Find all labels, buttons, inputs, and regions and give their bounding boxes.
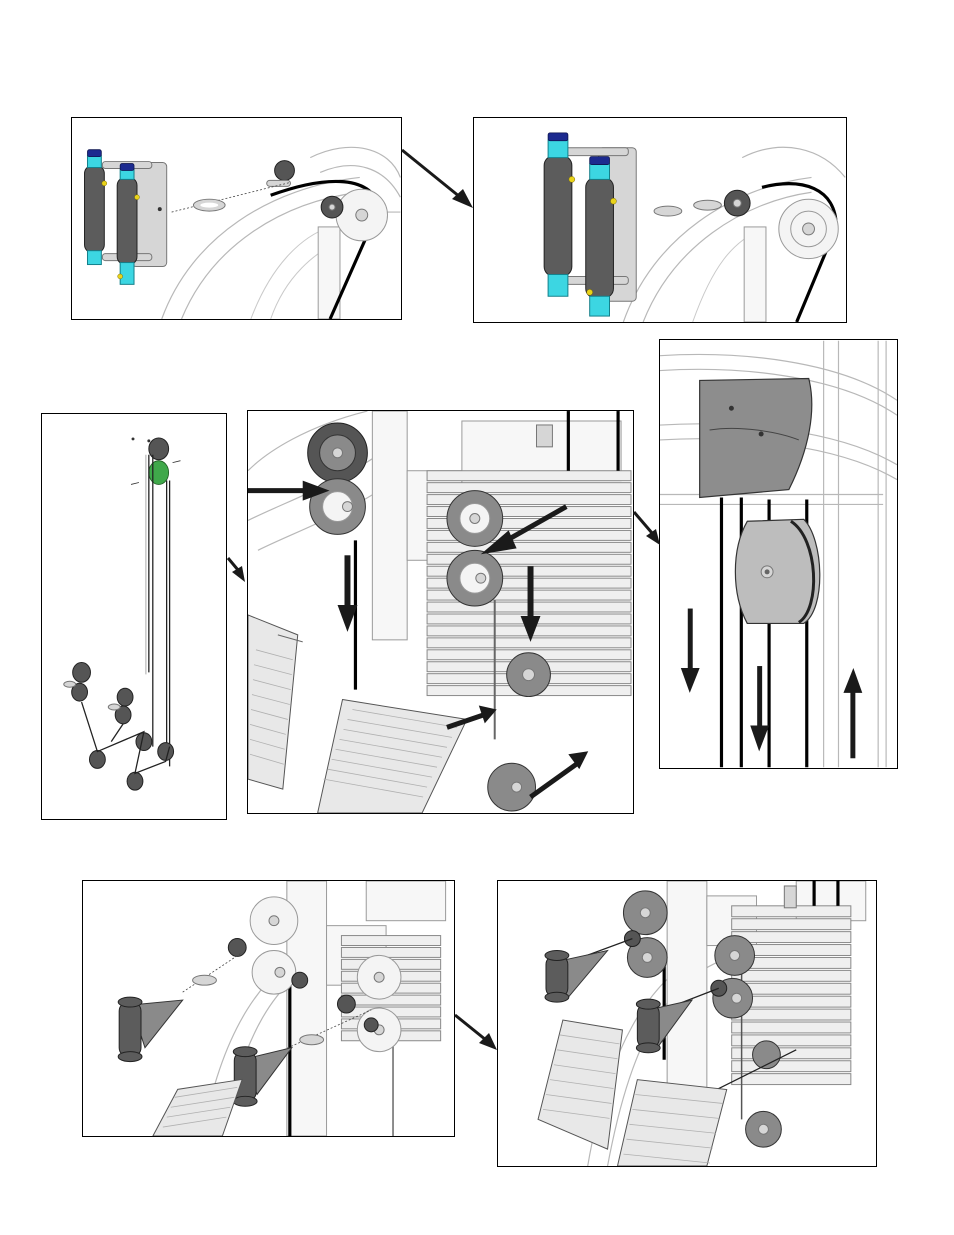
panel-top-right <box>473 117 847 323</box>
panel-top-left <box>71 117 402 320</box>
step-arrow-icon <box>401 148 473 208</box>
panel-bottom-left <box>82 880 455 1137</box>
down-arrow-icon <box>337 555 358 632</box>
handle-exploded-illustration <box>84 146 401 319</box>
step-arrow-icon <box>454 1013 497 1050</box>
stirrup-handles-exploded-illustration <box>117 881 447 1136</box>
panel-mid-right <box>659 339 898 769</box>
highlighted-pulley-icon <box>148 460 170 485</box>
pulley-icon <box>307 422 368 535</box>
handle-bar-icon <box>84 149 168 285</box>
snap-hook-icon <box>299 1034 325 1046</box>
snap-hook-icon <box>192 974 217 986</box>
pulley-icon <box>734 518 821 625</box>
stirrup-handles-attached-illustration <box>537 881 867 1166</box>
foot-pad-icon <box>152 1078 243 1136</box>
up-arrow-icon <box>843 668 863 759</box>
panel-bottom-right <box>497 880 877 1167</box>
arrow-left-icon <box>480 504 568 555</box>
top-pulley-illustration <box>660 340 897 768</box>
handle-bar-icon <box>543 132 637 317</box>
arrow-right-icon <box>248 480 330 501</box>
down-arrow-icon <box>680 608 700 693</box>
down-arrow-icon <box>520 566 541 642</box>
weight-stack-icon <box>731 905 852 1086</box>
pulley-icon <box>148 437 170 461</box>
down-arrow-icon <box>750 666 770 752</box>
pulley-icon <box>63 662 175 791</box>
cable-end-fitting-icon <box>653 189 751 217</box>
pulley-routing-illustration <box>248 411 632 813</box>
cable-end-fitting-icon <box>227 938 379 1033</box>
foot-pad-icon <box>537 1019 728 1166</box>
stirrup-handle-icon <box>635 998 694 1054</box>
panel-mid-center <box>247 410 634 814</box>
arrow-right-icon <box>446 705 497 730</box>
pulley-icon <box>487 652 551 812</box>
step-arrow-icon <box>632 511 660 545</box>
pulley-icon <box>446 490 504 607</box>
step-arrow-icon <box>226 557 245 582</box>
cable-overview-illustration <box>63 437 181 791</box>
panel-mid-left <box>41 413 227 820</box>
stirrup-handle-icon <box>544 949 609 1003</box>
foot-pad-icon <box>248 614 468 813</box>
stirrup-handle-icon <box>117 996 184 1063</box>
stirrup-handle-icon <box>232 1046 294 1107</box>
cable-end-fitting-icon <box>266 160 344 219</box>
pulley-icon <box>249 896 402 1053</box>
handle-attached-illustration <box>543 132 846 322</box>
arrow-up-right-icon <box>529 751 589 800</box>
pulley-bracket-icon <box>699 377 813 499</box>
